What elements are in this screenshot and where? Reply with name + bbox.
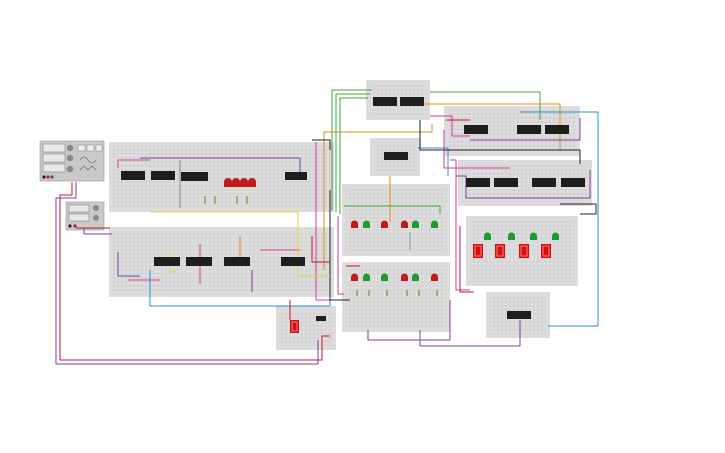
led-icon[interactable] — [484, 232, 491, 241]
ic-chip-icon[interactable] — [151, 171, 175, 180]
ic-chip-icon[interactable] — [400, 97, 424, 106]
seven-segment-display-icon[interactable] — [519, 244, 529, 258]
resistors — [204, 196, 438, 296]
led-icon[interactable] — [431, 220, 438, 229]
led-icon[interactable] — [552, 232, 559, 241]
seven-segment-display-icon[interactable] — [541, 244, 551, 258]
ic-chip-icon[interactable] — [285, 172, 307, 180]
seven-segment-display-icon[interactable] — [473, 244, 483, 258]
ic-chip-icon[interactable] — [224, 257, 250, 266]
ic-chip-icon[interactable] — [464, 125, 488, 134]
ic-chip-icon[interactable] — [494, 178, 518, 187]
ic-chip-icon[interactable] — [466, 178, 490, 187]
led-icon[interactable] — [401, 220, 408, 229]
seven-segment-display-icon[interactable] — [495, 244, 505, 258]
ic-chip-icon[interactable] — [281, 257, 305, 266]
ic-chip-icon[interactable] — [373, 97, 397, 106]
seven-segment-displays — [290, 244, 551, 333]
led-icon[interactable] — [240, 178, 248, 187]
power-supply-icon[interactable] — [65, 201, 105, 231]
led-icon[interactable] — [412, 273, 420, 282]
wire-green-bundle[interactable] — [331, 89, 372, 210]
led-icon[interactable] — [224, 178, 232, 187]
led-icon[interactable] — [431, 273, 438, 282]
led-icon[interactable] — [232, 178, 240, 187]
wire-yellow[interactable] — [150, 211, 330, 277]
led-icon[interactable] — [351, 220, 358, 229]
wires — [55, 89, 599, 365]
seven-segment-display-icon[interactable] — [290, 320, 299, 333]
wire-purple-loop[interactable] — [55, 182, 319, 365]
ic-chip-icon[interactable] — [545, 125, 569, 134]
ic-chip-icon[interactable] — [316, 316, 326, 321]
led-icon[interactable] — [248, 178, 256, 187]
ic-chips — [121, 97, 585, 321]
ic-chip-icon[interactable] — [186, 257, 212, 266]
wire-orange[interactable] — [323, 124, 433, 270]
led-icon[interactable] — [508, 232, 515, 241]
led-icon[interactable] — [530, 232, 537, 241]
ic-chip-icon[interactable] — [561, 178, 585, 187]
led-icon[interactable] — [381, 220, 388, 229]
wire-blue-long[interactable] — [149, 270, 331, 307]
ic-chip-icon[interactable] — [384, 152, 408, 160]
ic-chip-icon[interactable] — [517, 125, 541, 134]
function-generator-icon[interactable] — [39, 140, 105, 182]
led-icon[interactable] — [363, 220, 370, 229]
breadboards — [109, 80, 592, 350]
ic-chip-icon[interactable] — [181, 172, 208, 181]
led-icon[interactable] — [381, 273, 388, 282]
led-icon[interactable] — [363, 273, 370, 282]
ic-chip-icon[interactable] — [532, 178, 556, 187]
led-icon[interactable] — [401, 273, 408, 282]
ic-chip-icon[interactable] — [507, 311, 531, 319]
ic-chip-icon[interactable] — [154, 257, 180, 266]
wire-pink[interactable] — [117, 159, 150, 168]
ic-chip-icon[interactable] — [121, 171, 145, 180]
led-icon[interactable] — [351, 273, 358, 282]
wire-red-power[interactable] — [59, 182, 330, 361]
led-icon[interactable] — [412, 220, 420, 229]
leds — [224, 178, 559, 281]
